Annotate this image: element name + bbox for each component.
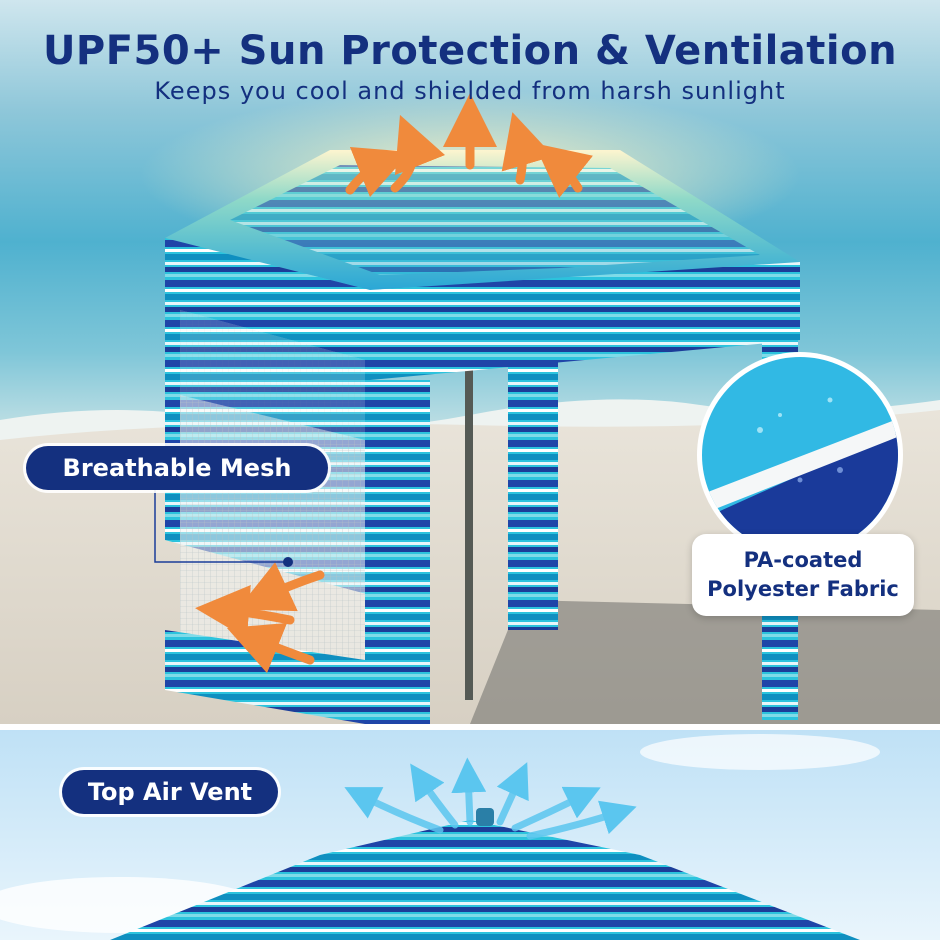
airflow-arrows — [195, 562, 325, 674]
back-leg-center — [508, 345, 558, 630]
umbrella-canopy — [110, 820, 860, 940]
headline: UPF50+ Sun Protection & Ventilation — [42, 28, 898, 74]
fabric-detail-circle — [697, 352, 903, 558]
breathable-mesh-label: Breathable Mesh — [26, 446, 328, 490]
fabric-label-line1: PA-coated — [743, 548, 863, 572]
top-air-vent-label: Top Air Vent — [62, 770, 278, 814]
canopy-shadow — [470, 600, 940, 724]
mesh-callout-line — [154, 490, 288, 563]
front-valance — [370, 262, 800, 380]
vent-cap — [476, 808, 494, 826]
subheadline: Keeps you cool and shielded from harsh s… — [154, 77, 786, 105]
front-leg-left — [365, 380, 430, 724]
mesh-window-stripes — [180, 310, 365, 440]
fabric-label: PA-coated Polyester Fabric — [692, 534, 914, 616]
side-wall-bottom — [165, 630, 365, 724]
heat-arrows — [345, 93, 593, 198]
center-pole — [465, 365, 473, 700]
mesh-callout-dot — [283, 557, 293, 567]
fabric-label-line2: Polyester Fabric — [707, 577, 899, 601]
cloud — [640, 734, 880, 770]
vent-airflow — [344, 757, 637, 840]
